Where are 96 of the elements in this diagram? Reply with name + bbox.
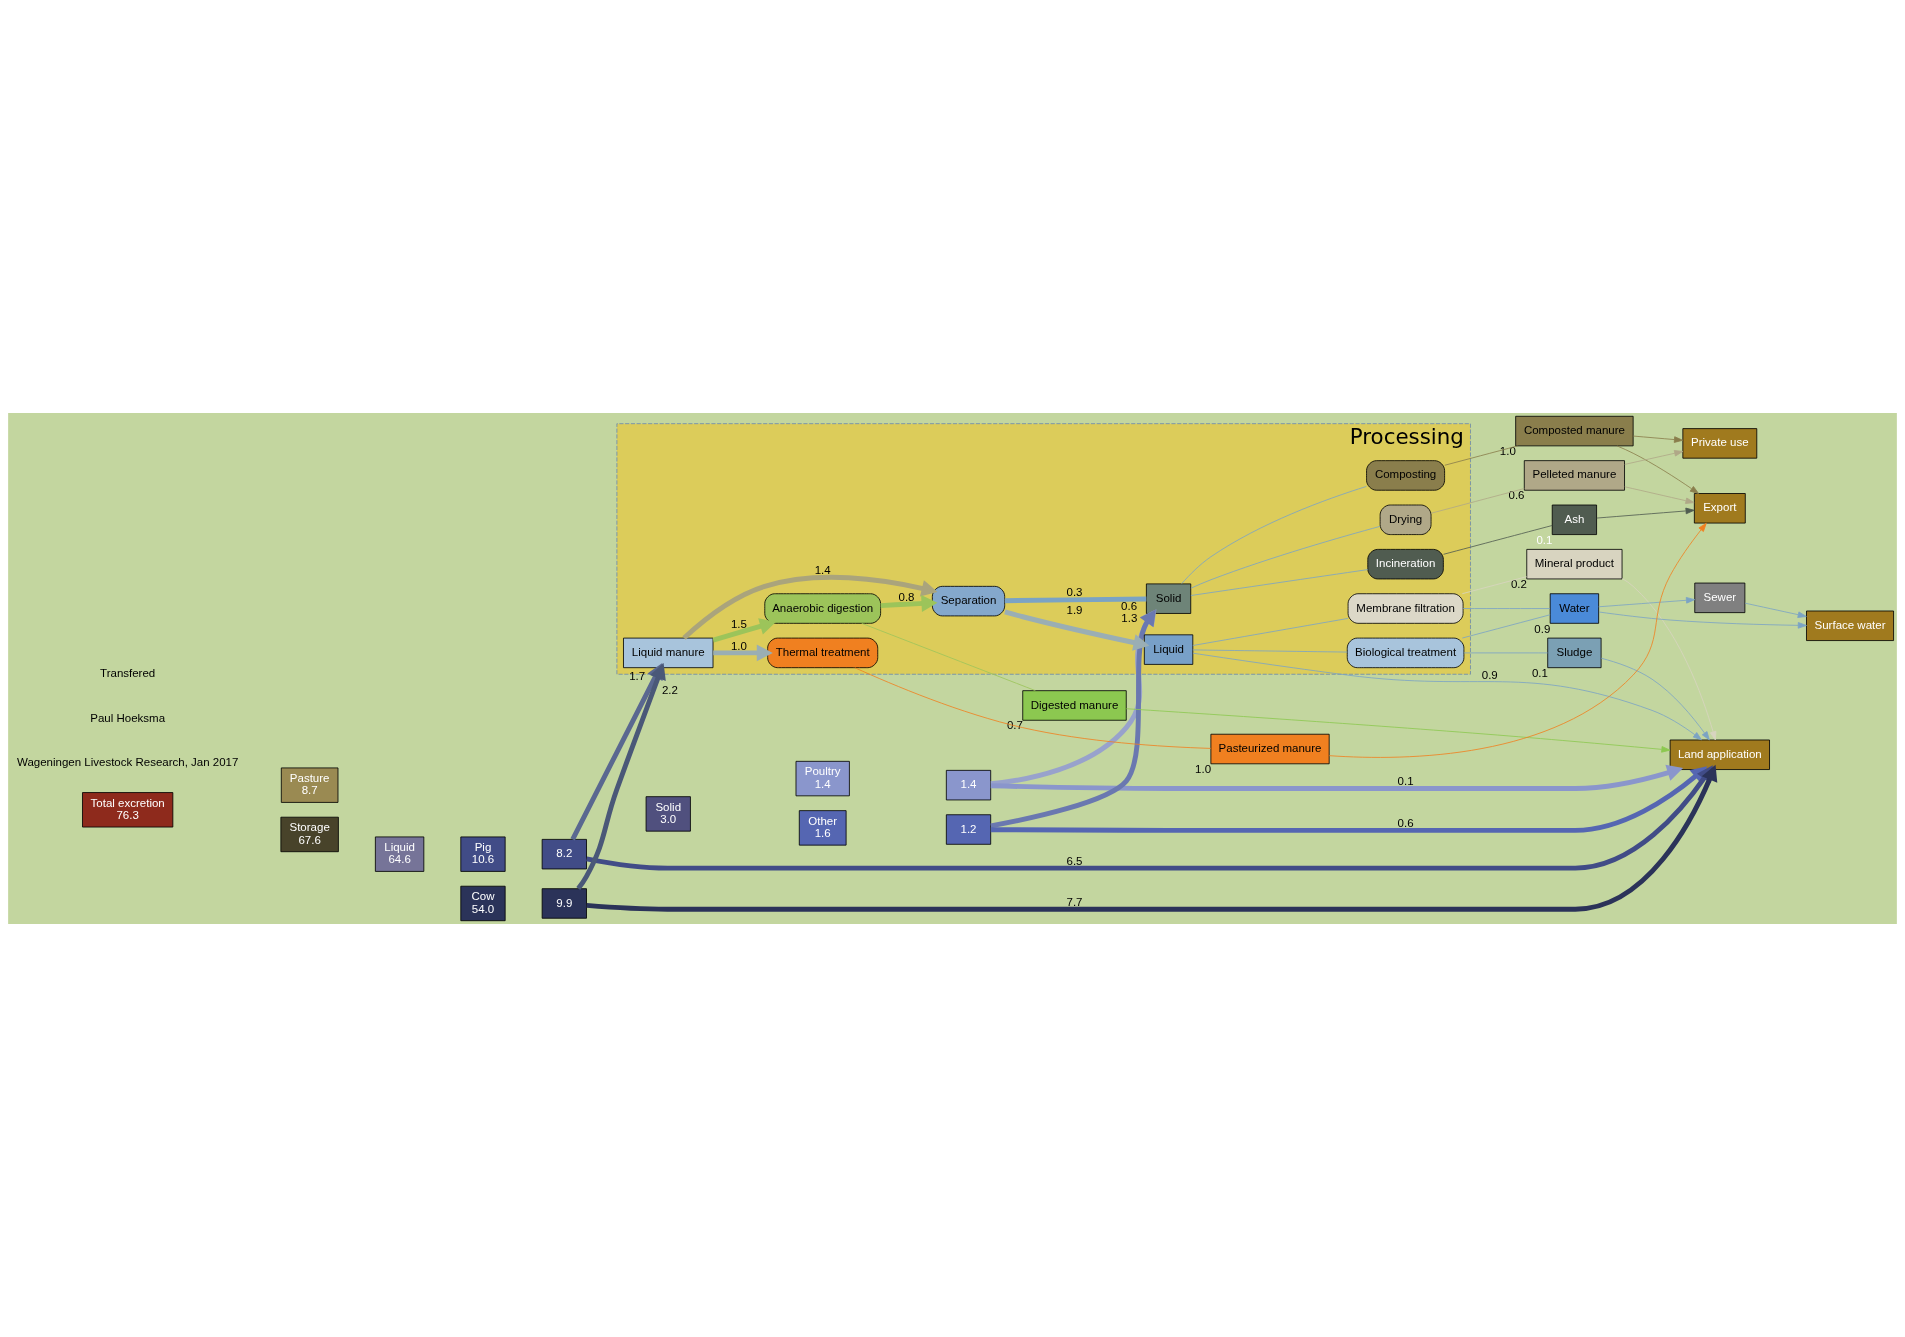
edge-label: 7.7 — [1066, 896, 1083, 909]
arrow — [712, 618, 776, 643]
label: Wageningen Livestock Research, Jan 2017 — [16, 756, 239, 769]
node-box: Sludge — [1547, 637, 1602, 669]
node-box: Total excretion 76.3 — [82, 792, 174, 828]
node-box: Pasteurized manure — [1210, 733, 1330, 765]
connector — [1190, 569, 1369, 596]
node-label: 1.0 — [1195, 763, 1212, 775]
node-box: Storage 67.6 — [280, 816, 339, 853]
node-label: 0.1 — [1536, 533, 1553, 546]
edge-label: 6.5 — [1066, 855, 1083, 868]
node-label: 0.9 — [1534, 622, 1551, 635]
connector — [1192, 649, 1348, 653]
node-box: Sewer — [1694, 582, 1746, 614]
arrow — [1621, 578, 1717, 741]
node-box: Liquid 64.6 — [374, 836, 425, 872]
connector — [1461, 576, 1528, 595]
edge-label: 1.4 — [814, 564, 831, 577]
node-box: Incineration — [1367, 548, 1444, 580]
node-box: Land application — [1669, 739, 1770, 770]
node-box: Ash — [1551, 504, 1597, 535]
connector — [1181, 486, 1367, 585]
node-box: Pig 10.6 — [460, 836, 506, 872]
node-box: 9.9 — [541, 888, 587, 919]
edge-label: 1.3 — [1121, 612, 1138, 625]
edge-label: 1.0 — [730, 639, 747, 652]
connector — [1430, 488, 1525, 514]
connector — [861, 622, 1036, 692]
edge-label: 0.6 — [1121, 600, 1138, 613]
arrow — [1624, 486, 1695, 504]
arrow — [1328, 522, 1707, 758]
arrow — [1616, 445, 1699, 494]
node-box: Water — [1549, 593, 1600, 624]
arrow — [880, 595, 938, 612]
node-box: Liquid manure — [623, 637, 714, 669]
label: Paul Hoeksma — [90, 711, 166, 724]
node-box: Digested manure — [1022, 690, 1127, 721]
node-box: 8.2 — [541, 838, 587, 870]
node-box: Cow 54.0 — [460, 885, 506, 922]
node-box: Surface water — [1806, 610, 1894, 641]
node-box: Solid 3.0 — [645, 796, 691, 832]
arrow — [1192, 652, 1702, 741]
edge-label: 0.6 — [1397, 817, 1414, 830]
arrow — [1744, 602, 1807, 618]
node-box: Poultry 1.4 — [795, 760, 850, 797]
node-box: Export — [1693, 493, 1746, 524]
edge-label: 1.9 — [1066, 603, 1083, 616]
node-box: Anaerobic digestion — [764, 593, 881, 624]
edge-label: 0.1 — [1397, 775, 1414, 788]
node-box: 1.2 — [945, 814, 992, 845]
node-box: Solid — [1145, 583, 1192, 614]
node-box: Membrane filtration — [1347, 593, 1464, 624]
connector — [1463, 652, 1548, 654]
arrow — [1596, 507, 1695, 519]
node-box: Composted manure — [1515, 415, 1634, 447]
edge-label: 0.9 — [1481, 668, 1498, 681]
node-label: 0.7 — [1006, 719, 1023, 732]
edge-label: 0.3 — [1066, 586, 1083, 599]
connector — [1444, 445, 1519, 466]
node-box: Composting — [1366, 460, 1445, 491]
node-box: Drying — [1379, 504, 1432, 535]
edge-label: 1.5 — [730, 617, 747, 630]
node-box: Separation — [931, 585, 1006, 617]
label: Transfered — [100, 667, 156, 680]
edge-label: 2.2 — [661, 684, 678, 697]
node-label: 0.1 — [1531, 666, 1548, 679]
arrow — [990, 764, 1684, 791]
arrow — [1632, 435, 1684, 443]
node-label: 0.2 — [1510, 578, 1527, 591]
arrow — [713, 644, 773, 662]
connector — [1462, 608, 1551, 609]
edge-label: 0.8 — [898, 591, 915, 604]
arrow — [1600, 657, 1710, 741]
node-box: Pasture 8.7 — [280, 767, 339, 803]
node-label: 1.0 — [1499, 445, 1516, 458]
node-box: Mineral product — [1526, 548, 1623, 580]
connector — [1461, 614, 1551, 639]
node-box: 1.4 — [945, 769, 992, 801]
node-box: Biological treatment — [1346, 637, 1465, 669]
connector — [1004, 596, 1147, 604]
node-box: Private use — [1682, 428, 1758, 459]
connector — [1443, 525, 1553, 555]
node-box: Thermal treatment — [767, 637, 879, 669]
arrow — [1598, 597, 1696, 608]
node-label: 0.6 — [1508, 489, 1525, 502]
connector — [1192, 618, 1349, 646]
connector — [1190, 526, 1381, 589]
arrow — [1004, 609, 1150, 651]
node-box: Liquid — [1143, 634, 1194, 665]
arrow — [1624, 450, 1684, 465]
arrow — [1598, 611, 1807, 629]
arrow — [682, 574, 938, 640]
connector — [854, 667, 1212, 749]
node-box: Other 1.6 — [798, 810, 847, 846]
node-box: Pelleted manure — [1523, 460, 1625, 491]
arrow — [1125, 708, 1671, 753]
